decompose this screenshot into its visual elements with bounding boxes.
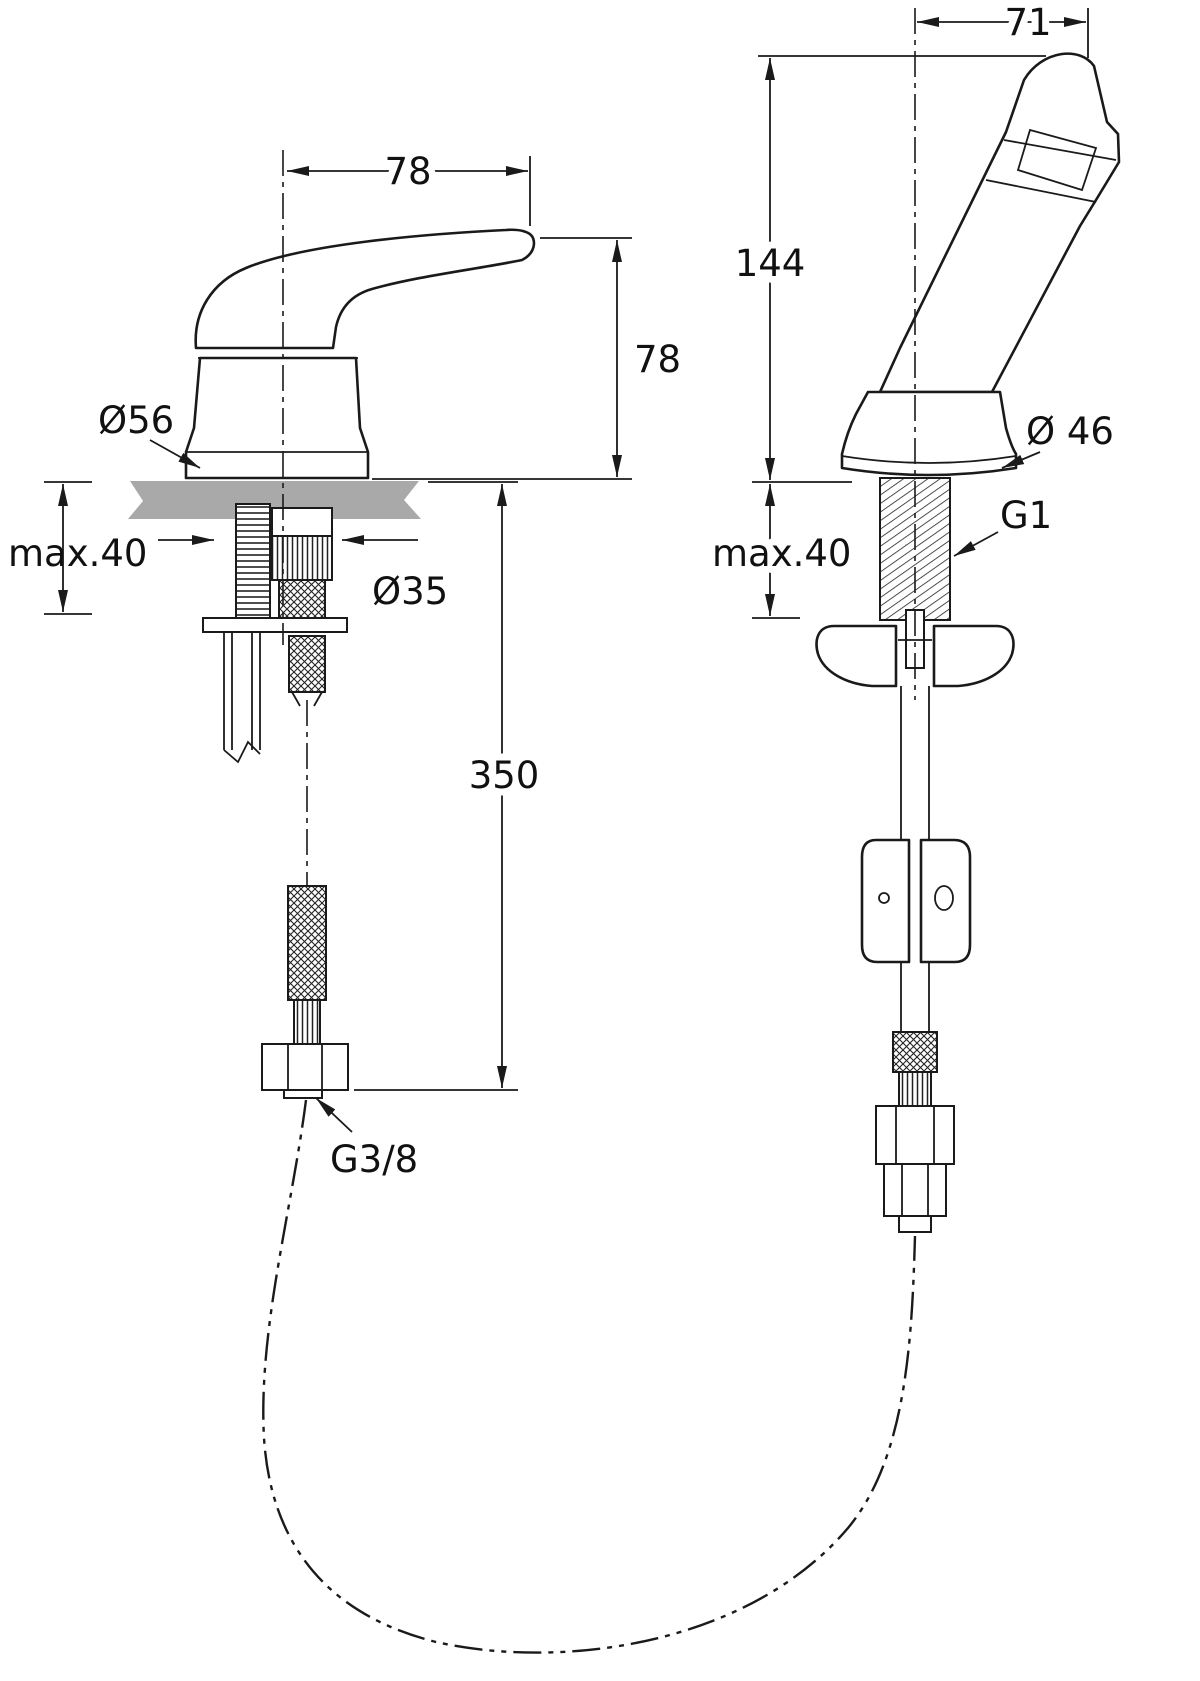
spray-facet-lines xyxy=(985,128,1117,203)
mounting-bracket xyxy=(815,609,1015,688)
hose-braid-upper xyxy=(288,635,326,693)
hex-nut-step xyxy=(283,1089,323,1099)
hose-loop-centerline xyxy=(262,1099,917,1654)
front-view: 78 78 Ø56 max.40 Ø35 350 G3/8 xyxy=(8,143,681,1181)
hose-taper xyxy=(291,691,323,707)
shank-collar xyxy=(271,507,333,537)
tailpipe xyxy=(223,632,261,764)
faucet-body xyxy=(184,356,370,480)
clamp-nut-knurl xyxy=(278,579,326,619)
dim-label-dia35: Ø35 xyxy=(372,570,448,613)
dim-label-78-top: 78 xyxy=(384,150,431,193)
threaded-shank xyxy=(235,503,271,621)
hose-end-braid xyxy=(892,1031,938,1073)
hose-coupler-body xyxy=(875,1105,955,1165)
dim-label-g38: G3/8 xyxy=(330,1138,418,1181)
dim-label-78-right: 78 xyxy=(634,338,681,381)
leader-g38 xyxy=(315,1097,353,1133)
hose-thread xyxy=(293,999,321,1045)
hose-braid-lower xyxy=(287,885,327,1001)
leader-dia56 xyxy=(149,439,201,469)
side-view: 71 144 max.40 Ø 46 G1 xyxy=(705,0,1121,1233)
escutcheon-rim xyxy=(841,455,1017,464)
spray-hose xyxy=(900,686,930,1032)
g38-hex-nut xyxy=(261,1043,349,1091)
dim-label-71: 71 xyxy=(1004,1,1051,44)
dim-label-dia46: Ø 46 xyxy=(1026,410,1114,453)
clamp-nut xyxy=(271,535,333,581)
lever-handle xyxy=(194,228,536,350)
coupler-stub xyxy=(898,1215,932,1233)
washer-plate xyxy=(202,617,348,633)
dim-label-144: 144 xyxy=(735,242,806,285)
escutcheon xyxy=(840,390,1018,477)
dim-label-dia56: Ø56 xyxy=(98,399,174,442)
dim-label-350: 350 xyxy=(469,754,540,797)
dim-label-max40-right: max.40 xyxy=(712,532,851,575)
dim-label-g1: G1 xyxy=(1000,494,1052,537)
dim-label-max40-left: max.40 xyxy=(8,532,147,575)
hose-weight xyxy=(860,838,972,964)
hose-coupler-hex xyxy=(883,1163,947,1217)
countertop-deck xyxy=(128,481,421,519)
leader-dia46 xyxy=(1001,451,1041,469)
hose-end-thread xyxy=(898,1071,932,1107)
leader-g1 xyxy=(953,531,999,557)
hand-spray xyxy=(878,52,1121,394)
